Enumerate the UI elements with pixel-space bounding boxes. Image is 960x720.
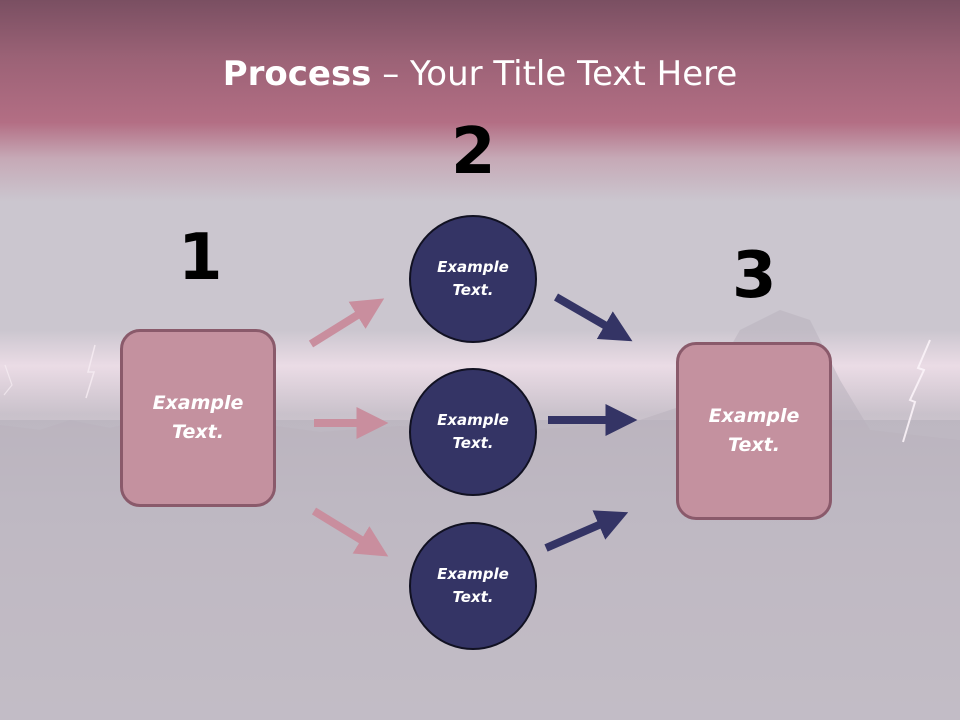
arrow-bottom-to-3 xyxy=(544,510,629,552)
step-1-number: 1 xyxy=(178,221,223,295)
step-2-label-middle: Example Text. xyxy=(437,411,509,452)
slide-title: Process – Your Title Text Here xyxy=(0,52,960,96)
step-2-circle-bottom: Example Text. xyxy=(409,522,537,650)
arrow-top-to-3 xyxy=(553,293,633,342)
step-2-circle-top: Example Text. xyxy=(409,215,537,343)
step-3-box: Example Text. xyxy=(676,342,832,520)
title-rest: – Your Title Text Here xyxy=(371,54,738,94)
step-1-box: Example Text. xyxy=(120,329,276,507)
step-2-number: 2 xyxy=(451,115,496,189)
step-1-label: Example Text. xyxy=(152,392,244,443)
step-2-circle-middle: Example Text. xyxy=(409,368,537,496)
step-3-label: Example Text. xyxy=(708,405,800,456)
title-bold: Process xyxy=(222,54,372,94)
step-3-number: 3 xyxy=(732,239,777,313)
arrow-1-to-top xyxy=(308,298,385,348)
step-2-label-bottom: Example Text. xyxy=(437,565,509,606)
step-2-label-top: Example Text. xyxy=(437,258,509,299)
arrow-1-to-bottom xyxy=(311,507,389,557)
